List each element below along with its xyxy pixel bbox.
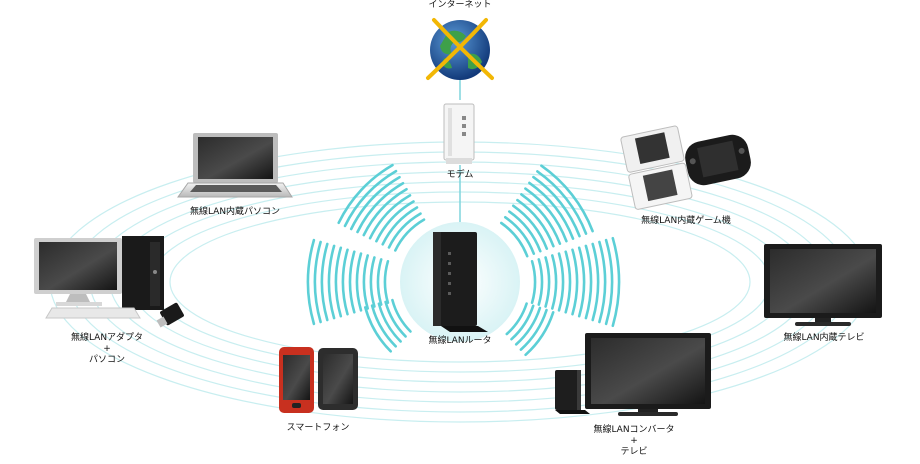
wave-left-arc <box>334 246 343 318</box>
router-label: 無線LANルータ <box>428 336 492 346</box>
wave-right-arc <box>598 240 607 324</box>
wave-upper-right-arc <box>532 175 581 238</box>
wave-upper-left-arc <box>387 212 422 249</box>
wave-left-arc <box>355 252 363 312</box>
wave-upper-left-arc <box>381 206 419 246</box>
converter-label-line1: 無線LANコンバータ <box>593 425 675 435</box>
wave-upper-right-arc <box>504 216 536 255</box>
wave-upper-right-arc <box>500 221 529 258</box>
wave-lower-right-arc <box>524 311 555 357</box>
wave-right-arc <box>530 260 537 304</box>
wave-lower-right-arc <box>514 306 542 346</box>
wave-upper-left-arc <box>375 200 415 243</box>
modem-label: モデム <box>446 170 474 180</box>
wave-left-arc <box>320 242 329 322</box>
wave-right-arc <box>537 258 544 306</box>
router-icon <box>433 232 488 332</box>
wave-lower-left-arc <box>364 306 392 353</box>
converter-label-line2: テレビ <box>620 447 648 457</box>
desktop-label: 無線LANアダプタ + パソコン <box>71 333 143 366</box>
wireless-waves <box>306 163 621 357</box>
game-console-icon <box>620 125 751 210</box>
wave-upper-left-arc <box>362 188 408 237</box>
tv-icon <box>764 244 882 326</box>
desktop-pc-icon <box>34 236 184 328</box>
wave-left-arc <box>362 254 369 310</box>
wave-lower-left-arc <box>391 298 412 333</box>
wave-upper-left-arc <box>349 175 401 231</box>
wave-left-arc <box>341 248 349 316</box>
modem-icon <box>443 103 475 164</box>
converter-tv-icon <box>555 333 711 416</box>
smartphone-icon <box>279 347 358 413</box>
desktop-label-line1: 無線LANアダプタ <box>70 333 144 343</box>
wave-left-arc <box>348 250 356 314</box>
wave-right-arc <box>611 236 621 328</box>
wave-lower-left-arc <box>384 300 407 338</box>
wave-upper-left-arc <box>337 163 394 225</box>
wave-upper-right-arc <box>536 170 588 235</box>
wave-right-arc <box>571 248 579 316</box>
wave-right-arc <box>557 252 565 312</box>
wave-right-arc <box>591 242 600 322</box>
wave-upper-right-arc <box>508 210 542 253</box>
wave-lower-left-arc <box>370 304 397 348</box>
wave-right-arc <box>551 254 558 310</box>
wave-left-arc <box>376 258 383 306</box>
wave-upper-left-arc <box>394 218 426 252</box>
wave-upper-right-arc <box>540 164 594 233</box>
wave-lower-left-arc <box>377 302 402 343</box>
wave-upper-right-arc <box>511 204 549 250</box>
wave-right-arc <box>577 246 586 318</box>
wave-right-arc <box>604 238 614 326</box>
game-console-label: 無線LAN内蔵ゲーム機 <box>641 216 731 226</box>
desktop-label-plus: + <box>103 344 111 354</box>
wave-left-arc <box>383 260 390 304</box>
internet-label: インターネット <box>428 0 492 10</box>
wave-lower-right-arc <box>519 308 548 351</box>
wave-upper-left-arc <box>356 182 405 234</box>
tv-label: 無線LAN内蔵テレビ <box>783 333 865 343</box>
wave-right-arc <box>564 250 572 314</box>
converter-label-plus: + <box>630 436 638 446</box>
wave-upper-left-arc <box>343 169 398 228</box>
wave-lower-right-arc <box>505 302 528 336</box>
wave-left-arc <box>327 244 336 320</box>
wave-left-arc <box>369 256 376 308</box>
wave-right-arc <box>544 256 551 308</box>
laptop-label: 無線LAN内蔵パソコン <box>189 207 281 217</box>
wave-upper-right-arc <box>528 181 575 240</box>
wave-upper-right-arc <box>524 187 568 243</box>
laptop-icon <box>177 133 293 198</box>
wave-upper-right-arc <box>520 193 562 245</box>
smartphone-label: スマートフォン <box>286 423 350 433</box>
converter-label: 無線LANコンバータ + テレビ <box>593 425 674 458</box>
wave-lower-right-arc <box>510 304 535 341</box>
wave-upper-left-arc <box>368 194 412 240</box>
internet-globe-icon <box>426 18 494 80</box>
wave-right-arc <box>584 244 593 320</box>
wave-upper-right-arc <box>516 198 555 248</box>
desktop-label-line2: パソコン <box>88 355 125 365</box>
wave-left-arc <box>306 238 316 326</box>
wave-left-arc <box>313 240 322 324</box>
